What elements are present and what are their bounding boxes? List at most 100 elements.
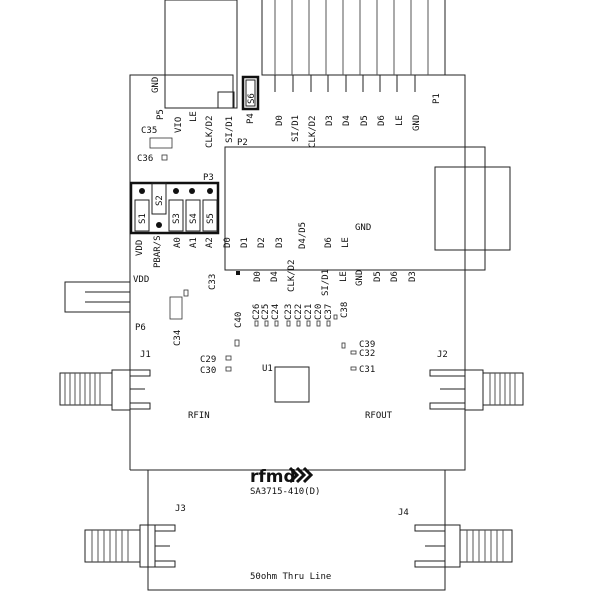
c30-label: C30 bbox=[200, 366, 216, 376]
c39-label: C39 bbox=[359, 340, 375, 350]
j4-label: J4 bbox=[398, 508, 409, 518]
p1-pin-label: D0 bbox=[275, 115, 285, 126]
logo-text: rfmd bbox=[250, 467, 296, 487]
p3-pin-label: D6 bbox=[324, 237, 334, 248]
p5-gnd-label: GND bbox=[151, 77, 161, 93]
rfout-label: RFOUT bbox=[365, 411, 393, 421]
p3-label: P3 bbox=[203, 173, 214, 183]
p5-pin-label: LE bbox=[189, 111, 199, 122]
c29-pad bbox=[225, 355, 232, 361]
p1-header[interactable] bbox=[261, 0, 446, 92]
s2-label: S2 bbox=[155, 195, 165, 206]
cap-label: C24 bbox=[271, 304, 281, 320]
p6-connector[interactable] bbox=[64, 281, 130, 313]
s1-label: S1 bbox=[138, 213, 148, 224]
c31-label: C31 bbox=[359, 365, 375, 375]
rfin-label: RFIN bbox=[188, 411, 210, 421]
vdd-label: VDD bbox=[133, 275, 149, 285]
j2-label: J2 bbox=[437, 350, 448, 360]
c31-pad bbox=[350, 366, 357, 371]
p6-label: P6 bbox=[135, 323, 146, 333]
part-number: SA3715-410(D) bbox=[250, 487, 320, 497]
c34-pad bbox=[169, 296, 183, 320]
p2-module[interactable] bbox=[224, 146, 511, 271]
p3-switch-block[interactable] bbox=[129, 181, 220, 235]
j3-label: J3 bbox=[175, 504, 186, 514]
c39-pad bbox=[341, 342, 346, 349]
j1-sma-connector[interactable] bbox=[59, 369, 151, 411]
c35-pad bbox=[149, 137, 173, 149]
p2-pin-label: D5 bbox=[373, 271, 383, 282]
p3-pin-label: A1 bbox=[189, 237, 199, 248]
c29-label: C29 bbox=[200, 355, 216, 365]
p5-pin-label: SI/D1 bbox=[225, 116, 235, 143]
s5-label: S5 bbox=[206, 213, 216, 224]
p5-pin-label: CLK/D2 bbox=[205, 115, 215, 148]
p3-pin-label: A0 bbox=[173, 237, 183, 248]
cap-label: C25 bbox=[261, 304, 271, 320]
p1-pin-label: D4 bbox=[342, 115, 352, 126]
c40-pad bbox=[234, 339, 240, 347]
rfmd-logo: rfmd bbox=[250, 466, 314, 487]
p2-gnd-label: GND bbox=[355, 223, 371, 233]
p3-pin-label: D4/D5 bbox=[298, 222, 308, 249]
c33-label: C33 bbox=[208, 274, 218, 290]
thru-line-label: 50ohm Thru Line bbox=[250, 572, 331, 582]
p3-pin-label: D1 bbox=[240, 237, 250, 248]
p2-pin-label: LE bbox=[339, 271, 349, 282]
c32-label: C32 bbox=[359, 349, 375, 359]
cap-label: C38 bbox=[340, 302, 350, 318]
p3-pin-label: D0 bbox=[223, 237, 233, 248]
p2-pin-label: D6 bbox=[390, 271, 400, 282]
p2-pin-label: SI/D1 bbox=[321, 269, 331, 296]
cap-label: C20 bbox=[314, 304, 324, 320]
cap-label: C23 bbox=[284, 304, 294, 320]
p2-label: P2 bbox=[237, 138, 248, 148]
p1-pin-label: GND bbox=[412, 115, 422, 131]
j2-sma-connector[interactable] bbox=[429, 369, 524, 411]
p1-pin-label: CLK/D2 bbox=[308, 115, 318, 148]
j1-label: J1 bbox=[140, 350, 151, 360]
c34-label: C34 bbox=[173, 330, 183, 346]
s4-label: S4 bbox=[189, 213, 199, 224]
p1-pin-label: SI/D1 bbox=[291, 115, 301, 142]
u1-chip[interactable] bbox=[274, 366, 310, 403]
s3-label: S3 bbox=[172, 213, 182, 224]
s6-label: S6 bbox=[247, 93, 257, 104]
p2-pin-label: GND bbox=[355, 270, 365, 286]
p4-label: P4 bbox=[246, 113, 256, 124]
p2-pin-label: D3 bbox=[408, 271, 418, 282]
s6-switch[interactable] bbox=[241, 75, 260, 111]
cap-label: C22 bbox=[294, 304, 304, 320]
cap-label: C37 bbox=[324, 304, 334, 320]
j4-sma-connector[interactable] bbox=[414, 524, 513, 568]
cap-label: C26 bbox=[252, 304, 262, 320]
cap-label: C21 bbox=[304, 304, 314, 320]
p3-pin-label: PBAR/S bbox=[153, 235, 163, 268]
pin1-marker bbox=[236, 271, 240, 275]
p5-label: P5 bbox=[156, 109, 166, 120]
p1-label: P1 bbox=[432, 93, 442, 104]
p5-connector[interactable] bbox=[164, 0, 238, 109]
c40-label: C40 bbox=[234, 312, 244, 328]
c36-label: C36 bbox=[137, 154, 153, 164]
p1-pin-label: D6 bbox=[377, 115, 387, 126]
p1-pin-label: LE bbox=[395, 115, 405, 126]
p1-pin-label: D5 bbox=[360, 115, 370, 126]
c32-pad bbox=[350, 350, 357, 355]
j3-sma-connector[interactable] bbox=[84, 524, 176, 568]
c35-label: C35 bbox=[141, 126, 157, 136]
p3-pin-label: LE bbox=[341, 237, 351, 248]
p2-pin-label: CLK/D2 bbox=[287, 259, 297, 292]
c36-pad bbox=[161, 154, 168, 161]
p5-pin-label: VIO bbox=[174, 117, 184, 133]
p3-pin-label: D2 bbox=[257, 237, 267, 248]
p3-pin-label: D3 bbox=[275, 237, 285, 248]
c33-pad bbox=[183, 289, 189, 297]
p3-pin-label: A2 bbox=[205, 237, 215, 248]
c30-pad bbox=[225, 366, 232, 372]
p1-pin-label: D3 bbox=[325, 115, 335, 126]
u1-label: U1 bbox=[262, 364, 273, 374]
p2-pin-label: D4 bbox=[270, 271, 280, 282]
